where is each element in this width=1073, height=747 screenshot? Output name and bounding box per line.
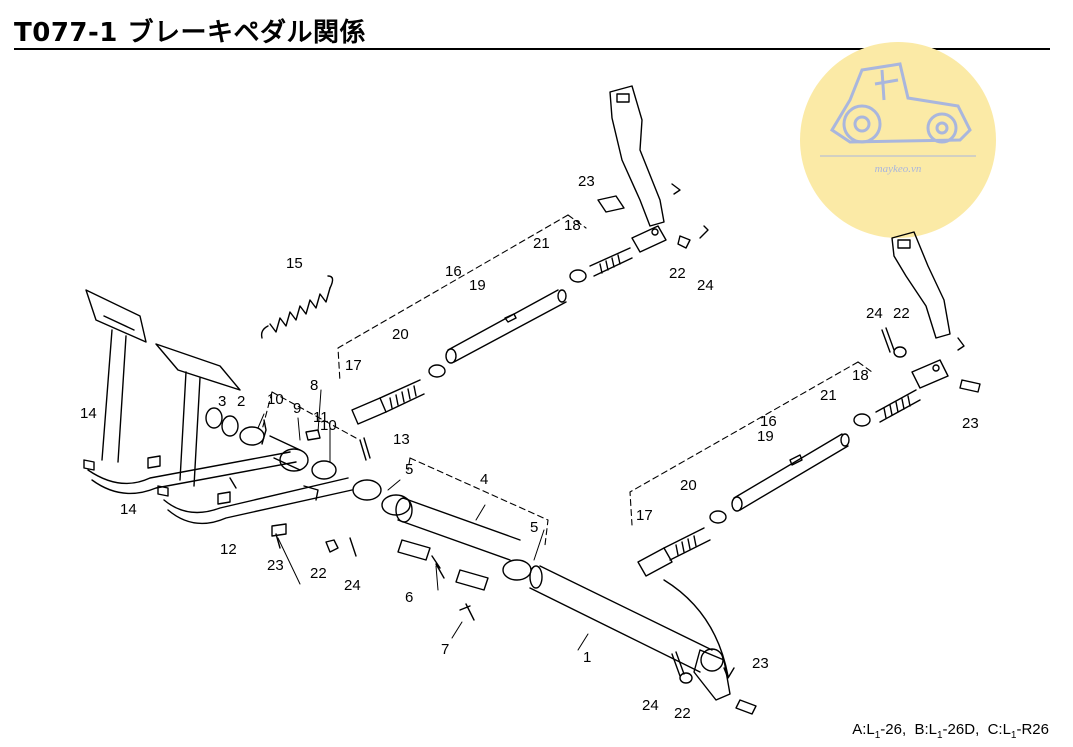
callout-19: 19 xyxy=(469,277,486,294)
page-title: T077-1 ブレーキペダル関係 xyxy=(14,18,366,48)
cross-shaft-assembly xyxy=(352,479,757,715)
callout-24: 24 xyxy=(866,305,883,322)
callout-23: 23 xyxy=(578,173,595,190)
assembly-brackets xyxy=(261,214,873,546)
watermark-logo: maykeo.vn xyxy=(800,42,996,238)
callout-6: 6 xyxy=(405,589,413,606)
callout-18: 18 xyxy=(564,217,581,234)
right-rod-assembly xyxy=(637,327,981,577)
callout-19: 19 xyxy=(757,428,774,445)
callout-23: 23 xyxy=(962,415,979,432)
callout-3: 3 xyxy=(218,393,226,410)
callout-21: 21 xyxy=(533,235,550,252)
callout-2: 2 xyxy=(237,393,245,410)
callout-14: 14 xyxy=(120,501,137,518)
callout-16: 16 xyxy=(760,413,777,430)
callout-8: 8 xyxy=(310,377,318,394)
callout-17: 17 xyxy=(636,507,653,524)
return-arrow xyxy=(663,579,729,677)
callout-10: 10 xyxy=(320,417,337,434)
upper-pedal-arm xyxy=(597,85,709,249)
watermark-text: maykeo.vn xyxy=(875,163,922,175)
callout-1: 1 xyxy=(583,649,591,666)
callout-18: 18 xyxy=(852,367,869,384)
callout-13: 13 xyxy=(393,431,410,448)
model-legend: A:L1-26, B:L1-26D, C:L1-R26 xyxy=(852,721,1049,741)
callout-23: 23 xyxy=(267,557,284,574)
leader-lines xyxy=(257,389,589,651)
callout-15: 15 xyxy=(286,255,303,272)
callout-20: 20 xyxy=(392,326,409,343)
callout-24: 24 xyxy=(344,577,361,594)
return-arrow-head xyxy=(723,667,735,679)
pedal-frame xyxy=(83,289,353,549)
callout-12: 12 xyxy=(220,541,237,558)
callout-22: 22 xyxy=(893,305,910,322)
title-rule xyxy=(14,48,1050,50)
callout-24: 24 xyxy=(642,697,659,714)
pivot-parts xyxy=(205,407,371,557)
callout-9: 9 xyxy=(293,400,301,417)
callout-11: 11 xyxy=(313,409,329,426)
callout-labels: 1 2 3 4 5 5 6 7 8 9 10 10 11 12 13 14 14… xyxy=(80,173,979,722)
callout-23: 23 xyxy=(752,655,769,672)
callout-17: 17 xyxy=(345,357,362,374)
callout-5: 5 xyxy=(405,461,413,478)
callout-14: 14 xyxy=(80,405,97,422)
right-pedal-arm xyxy=(891,231,965,351)
callout-4: 4 xyxy=(480,471,488,488)
callout-20: 20 xyxy=(680,477,697,494)
model-c: C:L1-R26 xyxy=(987,721,1049,741)
callout-22: 22 xyxy=(669,265,686,282)
tractor-icon xyxy=(829,62,972,144)
callout-21: 21 xyxy=(820,387,837,404)
return-spring xyxy=(260,275,334,339)
callout-16: 16 xyxy=(445,263,462,280)
callout-22: 22 xyxy=(310,565,327,582)
callout-7: 7 xyxy=(441,641,449,658)
callout-24: 24 xyxy=(697,277,714,294)
callout-22: 22 xyxy=(674,705,691,722)
upper-rod-assembly xyxy=(351,225,667,425)
callout-10: 10 xyxy=(267,391,284,408)
callout-5: 5 xyxy=(530,519,538,536)
model-a: A:L1-26, xyxy=(852,721,907,741)
model-b: B:L1-26D, xyxy=(914,721,980,741)
